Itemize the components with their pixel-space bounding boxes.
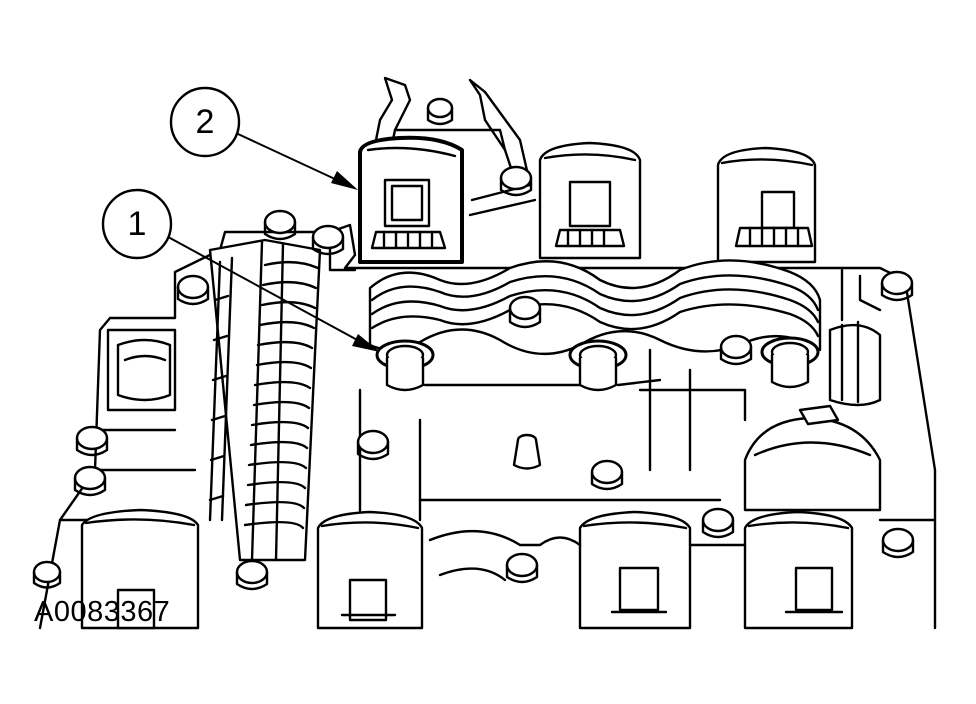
solenoid-nozzle-left — [375, 339, 435, 392]
casting-bolt-l — [881, 527, 915, 559]
solenoid-top-middle — [538, 141, 642, 260]
casting-bolt-d — [499, 165, 533, 197]
casting-bolt-c — [176, 274, 210, 306]
casting-bolt-g — [75, 425, 109, 457]
solenoid-nozzle-right — [760, 336, 820, 389]
callout-1: 1 — [101, 188, 173, 260]
bottom-margin — [0, 630, 976, 704]
left-casting-pocket — [93, 328, 197, 472]
casting-bolt-b — [311, 224, 345, 256]
callout-2: 2 — [169, 86, 241, 158]
casting-bolt-e — [880, 270, 914, 302]
solenoid-bottom-3 — [578, 510, 692, 630]
spring-spool-assembly — [208, 238, 322, 562]
solenoid-bottom-4 — [743, 510, 854, 630]
casting-bolt-f — [719, 334, 753, 366]
solenoid-nozzle-middle — [568, 339, 628, 392]
casting-bolt-i — [356, 429, 390, 461]
casting-lower-passages — [428, 530, 747, 582]
small-fitting — [512, 433, 542, 470]
casting-bolt-n — [235, 559, 269, 591]
leader-line-2 — [237, 133, 358, 190]
solenoid-retaining-bracket — [368, 259, 822, 355]
casting-bolt-m — [505, 552, 539, 584]
bracket-bolt — [426, 97, 454, 126]
casting-bolt-k — [701, 507, 735, 539]
casting-bolt-o — [32, 560, 62, 589]
solenoid-top-right — [716, 146, 817, 264]
casting-bolt-a — [263, 209, 297, 241]
right-housing-boss — [743, 268, 882, 512]
callout-1-number: 1 — [128, 205, 147, 243]
solenoid-bottom-2 — [316, 510, 424, 630]
leader-line-1 — [169, 237, 380, 352]
nozzle-rail — [423, 378, 662, 387]
bracket-center-bolt — [508, 295, 542, 329]
solenoid-bottom-1 — [80, 508, 200, 630]
casting-bolt-j — [590, 459, 624, 491]
casting-bolt-h — [73, 465, 107, 497]
figure-id-label: A0083367 — [34, 596, 171, 628]
solenoid-2 — [358, 135, 464, 264]
callout-2-number: 2 — [196, 103, 215, 141]
